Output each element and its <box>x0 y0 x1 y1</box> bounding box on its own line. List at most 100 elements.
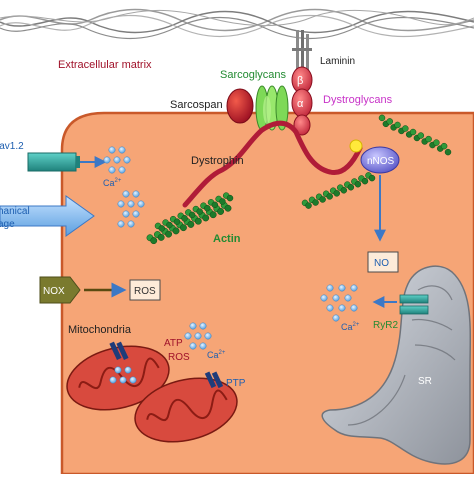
calcium-ion <box>204 332 212 340</box>
actin-monomer <box>173 218 181 225</box>
mechanical-label-line1: hanical <box>0 206 30 217</box>
calcium-ion <box>194 332 202 340</box>
dystrophin <box>182 120 363 208</box>
ecm-label: Extracellular matrix <box>58 59 152 71</box>
atp-label: ATP <box>164 338 183 349</box>
actin-monomer <box>394 121 401 129</box>
mitochondrion-right <box>134 377 238 443</box>
cav12-pore <box>76 156 80 168</box>
extracellular-matrix-fibers <box>0 8 474 40</box>
calcium-ion <box>103 156 111 164</box>
actin-monomer <box>386 118 394 125</box>
ca-mito-label: Ca2+ <box>207 350 226 360</box>
actin-monomer <box>433 139 440 146</box>
calcium-ion <box>132 190 140 198</box>
beta-label: β <box>297 75 303 87</box>
ca-left-label: Ca2+ <box>103 178 122 188</box>
calcium-ion <box>132 210 140 218</box>
actin-monomer <box>211 201 219 209</box>
calcium-ion <box>332 314 340 322</box>
sr-label: SR <box>418 376 432 387</box>
mechanical-label-line2: age <box>0 219 15 230</box>
calcium-ion <box>108 166 116 174</box>
ryr2-channel <box>399 294 429 315</box>
ros-box <box>129 279 161 301</box>
dystroglycans-label: Dystroglycans <box>323 94 393 106</box>
calcium-ion <box>326 284 334 292</box>
actin-monomer <box>378 114 386 122</box>
calcium-ion <box>184 332 192 340</box>
calcium-ion <box>338 304 346 312</box>
nox-label: NOX <box>43 286 65 297</box>
actin-monomer <box>368 174 376 182</box>
actin-monomer <box>202 214 210 222</box>
calcium-ion <box>117 220 125 228</box>
calcium-ion <box>189 342 197 350</box>
calcium-ion <box>124 366 132 374</box>
sarcoglycans-label: Sarcoglycans <box>220 69 287 81</box>
actin-monomer <box>440 142 448 150</box>
calcium-ion <box>129 376 137 384</box>
no-box <box>367 251 399 273</box>
actin-monomer <box>305 202 312 209</box>
ros-mito-label: ROS <box>168 352 190 363</box>
ros-box-label: ROS <box>134 286 156 297</box>
calcium-ion <box>344 294 352 302</box>
actin-filament-top-right <box>378 114 452 156</box>
ryr2-label: RyR2 <box>373 320 398 331</box>
actin-monomer <box>312 199 319 206</box>
calcium-ion <box>109 376 117 384</box>
nox-enzyme <box>39 276 81 304</box>
actin-monomer <box>354 180 362 188</box>
calcium-cluster-ryr2 <box>320 284 358 322</box>
actin-monomer <box>340 187 348 194</box>
actin-monomer <box>172 227 180 235</box>
actin-monomer <box>188 211 196 219</box>
actin-label: Actin <box>213 233 241 245</box>
sarcospan-label: Sarcospan <box>170 99 223 111</box>
sarcoplasmic-reticulum <box>321 265 472 465</box>
calcium-in-mitochondria <box>109 366 137 384</box>
calcium-ion <box>189 322 197 330</box>
actin-monomer <box>204 204 211 212</box>
actin-monomer <box>425 135 432 143</box>
calcium-ion <box>332 294 340 302</box>
actin-monomer <box>165 230 173 238</box>
no-label: NO <box>374 258 389 269</box>
calcium-ion <box>137 200 145 208</box>
actin-monomer <box>217 208 225 215</box>
actin-monomer <box>209 211 217 219</box>
calcium-ion <box>114 366 122 374</box>
calcium-ion <box>320 294 328 302</box>
cav12-label: Cav1.2 <box>0 141 24 152</box>
calcium-ion <box>127 200 135 208</box>
calcium-cluster-mitochondria <box>184 322 212 350</box>
nnos-label: nNOS <box>367 156 395 167</box>
dystrophin-label: Dystrophin <box>191 155 244 167</box>
calcium-ion <box>122 210 130 218</box>
actin-monomer <box>157 233 165 241</box>
actin-monomer <box>226 194 234 202</box>
ca-ryr2-label: Ca2+ <box>341 322 360 332</box>
calcium-ion <box>122 190 130 198</box>
mechanical-stretch-arrow <box>0 195 95 237</box>
actin-monomer <box>347 184 355 191</box>
actin-monomer <box>361 177 369 185</box>
calcium-ion <box>119 376 127 384</box>
sarcospan <box>226 88 254 124</box>
actin-monomer <box>181 215 188 222</box>
calcium-ion <box>123 156 131 164</box>
nnos <box>360 146 400 174</box>
calcium-ion <box>117 200 125 208</box>
actin-monomer <box>219 198 226 205</box>
calcium-ion <box>338 284 346 292</box>
actin-monomer <box>158 225 166 232</box>
calcium-ion <box>113 156 121 164</box>
calcium-ion <box>199 342 207 350</box>
actin-monomer <box>444 148 452 156</box>
actin-monomer <box>166 221 173 229</box>
laminin-label: Laminin <box>320 56 355 67</box>
calcium-ion <box>199 322 207 330</box>
